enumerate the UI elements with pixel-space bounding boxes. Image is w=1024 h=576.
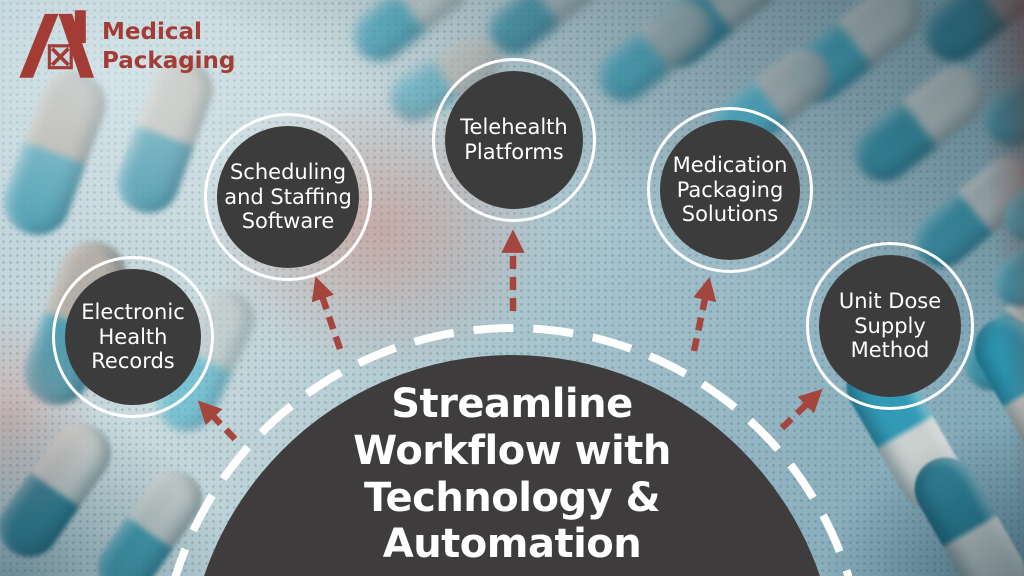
node-label: Scheduling and Staffing Software [217, 126, 359, 268]
node-label: Unit Dose Supply Method [819, 255, 961, 397]
node-label: Medication Packaging Solutions [660, 120, 800, 260]
node-telehealth-platforms: Telehealth Platforms [432, 58, 596, 222]
brand-logo: Medical Packaging [12, 8, 235, 80]
node-label: Telehealth Platforms [445, 71, 583, 209]
brand-line-1: Medical [102, 19, 202, 45]
brand-name: Medical Packaging [102, 18, 235, 77]
node-label: Electronic Health Records [65, 269, 201, 405]
a1-logo-icon [19, 10, 94, 78]
node-medication-packaging: Medication Packaging Solutions [647, 107, 813, 273]
node-scheduling-software: Scheduling and Staffing Software [204, 113, 372, 281]
node-electronic-health-records: Electronic Health Records [52, 256, 214, 418]
main-title: Streamline Workflow with Technology & Au… [353, 381, 671, 568]
brand-line-2: Packaging [102, 48, 236, 75]
node-unit-dose: Unit Dose Supply Method [806, 242, 974, 410]
